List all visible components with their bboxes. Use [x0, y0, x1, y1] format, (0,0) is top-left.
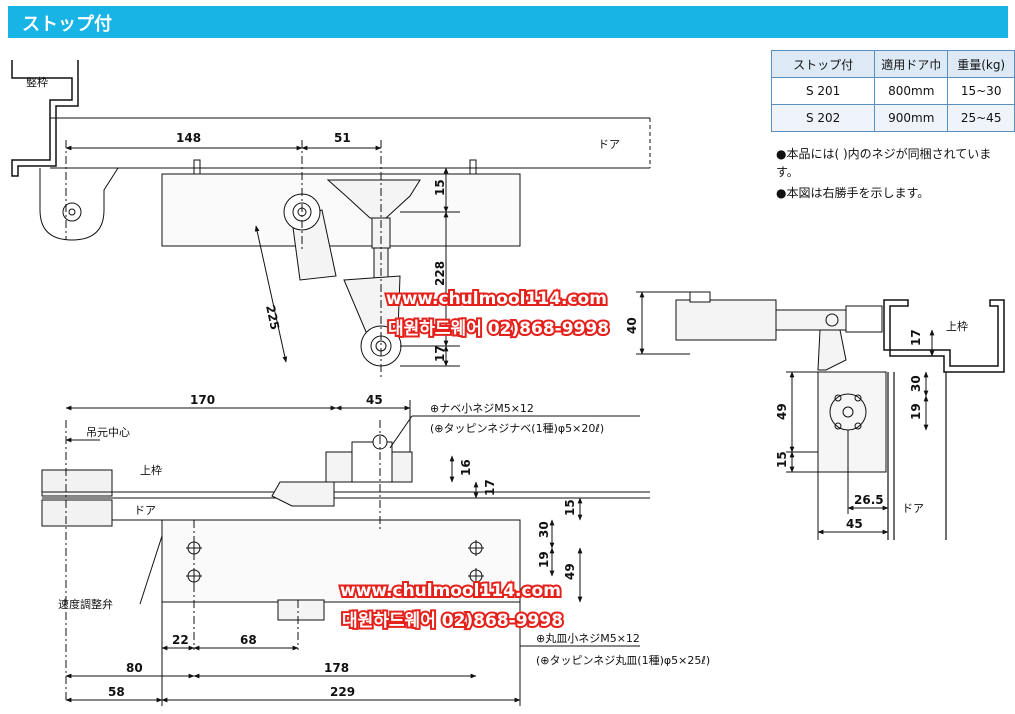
section-header: ストップ付: [8, 6, 1008, 38]
hinge-pin-icon: [62, 202, 82, 222]
top-frame-label: 上枠: [140, 463, 162, 477]
table-cell: 900mm: [874, 104, 949, 132]
dim-49: 49: [563, 563, 577, 580]
screw-top-label-2: (⊕タッピンネジナベ(1種)φ5×20ℓ): [430, 421, 604, 435]
watermark-url: www.chulmool114.com: [386, 289, 607, 309]
dim-178: 178: [324, 661, 349, 675]
side-arm: [775, 309, 847, 331]
dim-17c: 17: [909, 329, 923, 346]
spec-header-cell: 重量(kg): [947, 50, 1015, 78]
section-title: ストップ付: [22, 14, 112, 35]
dim-68: 68: [240, 633, 257, 647]
frame-profile-right: [883, 299, 1005, 373]
screw-bottom-label-2: (⊕タッピンネジ丸皿(1種)φ5×25ℓ): [536, 653, 710, 667]
dim-228: 228: [433, 261, 447, 286]
frame-vertical-label: 竪枠: [26, 75, 48, 89]
screw-top-label-1: ⊕ナベ小ネジM5×12: [430, 402, 534, 415]
arm-front: [271, 481, 335, 507]
watermark-phone: 대원하드웨어 02)868-9998: [388, 319, 609, 339]
dim-148: 148: [176, 131, 201, 145]
dim-17: 17: [433, 345, 447, 362]
hinge-center-label: 吊元中心: [86, 426, 130, 439]
door-label: ドア: [598, 138, 620, 151]
dim-15: 15: [433, 179, 447, 196]
note-included-screws: ●本品には( )内のネジが同梱されています。: [776, 147, 992, 179]
dim-16: 16: [459, 459, 473, 476]
front-view: [41, 400, 650, 706]
door-label-2: ドア: [134, 504, 156, 517]
dim-30b: 30: [909, 375, 923, 392]
top-view: [11, 60, 651, 380]
dim-51: 51: [334, 131, 351, 145]
speed-valve-label: 速度調整弁: [58, 597, 113, 611]
dim-19b: 19: [909, 403, 923, 420]
dim-229: 229: [330, 685, 355, 699]
screw-bottom-label-1: ⊕丸皿小ネジM5×12: [536, 632, 640, 645]
dim-40: 40: [625, 317, 639, 334]
table-row: S 202 900mm 25~45: [770, 104, 1015, 132]
dim-17b: 17: [483, 479, 497, 496]
dim-15c: 15: [775, 451, 789, 468]
closer-body-side: [817, 371, 887, 473]
table-cell: 25~45: [947, 104, 1015, 132]
closer-body-front: [161, 519, 521, 603]
dim-225: 225: [263, 304, 282, 331]
table-cell: S 201: [770, 77, 876, 105]
spec-table-header: ストップ付 適用ドア巾 重量(kg): [770, 50, 1015, 78]
dim-45: 45: [366, 393, 383, 407]
hinge-outline: [39, 167, 119, 241]
dim-49b: 49: [775, 403, 789, 420]
table-row: S 201 800mm 15~30: [770, 77, 1015, 105]
spec-header-cell: ストップ付: [770, 50, 876, 78]
note-right-hand: ●本図は右勝手を示します。: [776, 186, 930, 200]
door-label-3: ドア: [902, 502, 924, 515]
dim-19: 19: [537, 551, 551, 568]
dim-22: 22: [172, 633, 189, 647]
table-cell: 15~30: [947, 77, 1015, 105]
dim-170: 170: [190, 393, 215, 407]
side-bracket: [675, 299, 777, 341]
notes: ●本品には( )内のネジが同梱されています。 ●本図は右勝手を示します。: [776, 145, 1006, 205]
top-frame-label-2: 上枠: [946, 319, 968, 333]
frame-profile: [11, 60, 79, 177]
watermark-url-2: www.chulmool114.com: [340, 581, 561, 601]
dim-26-5: 26.5: [854, 493, 884, 507]
dim-80: 80: [126, 661, 143, 675]
dim-30: 30: [537, 521, 551, 538]
side-view: [636, 291, 1005, 540]
dim-15b: 15: [563, 499, 577, 516]
dim-45b: 45: [846, 517, 863, 531]
spec-table: ストップ付 適用ドア巾 重量(kg) S 201 800mm 15~30 S 2…: [770, 50, 1015, 132]
table-cell: 800mm: [874, 77, 949, 105]
watermark-phone-2: 대원하드웨어 02)868-9998: [342, 611, 563, 631]
table-cell: S 202: [770, 104, 876, 132]
dim-58: 58: [108, 685, 125, 699]
